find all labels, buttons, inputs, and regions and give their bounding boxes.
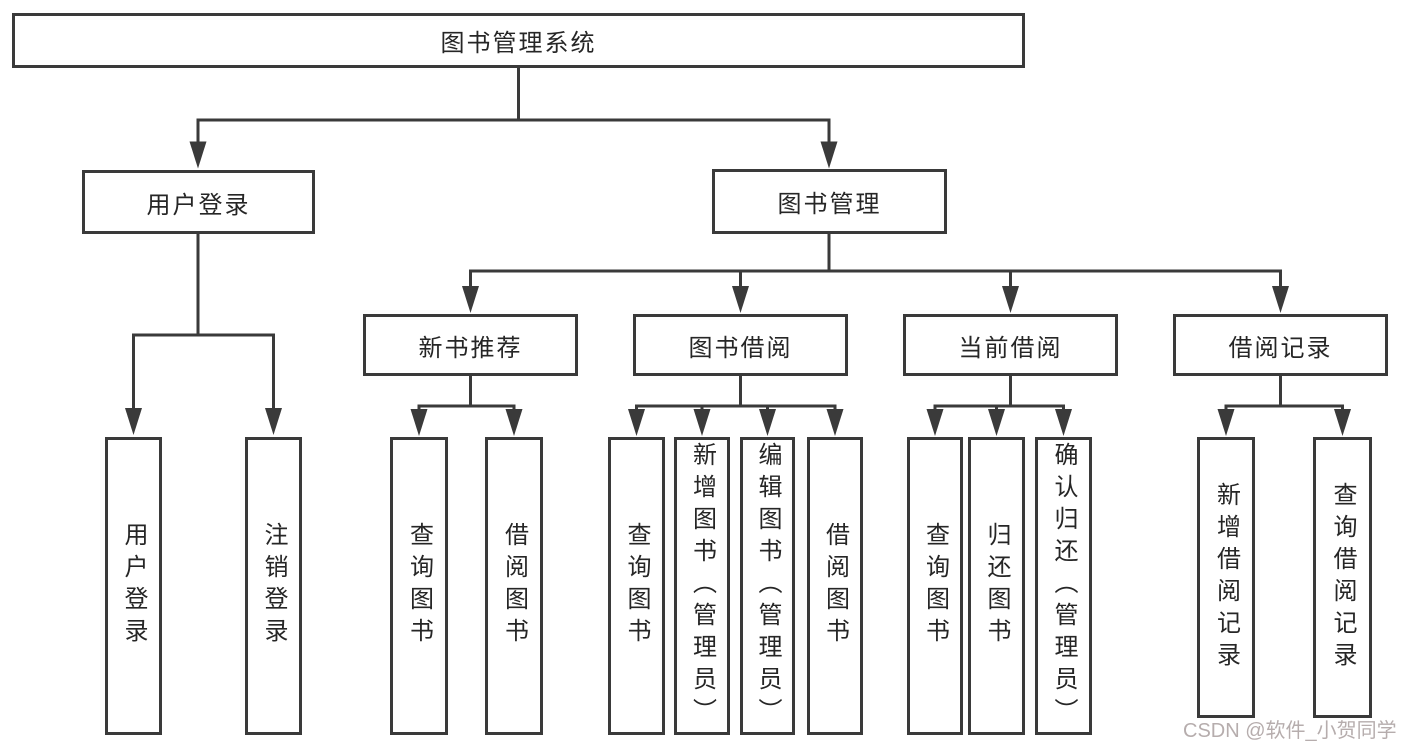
connector-currentborrow-to-leaves [926, 376, 1072, 436]
connector-bookborrow-to-leaves [628, 376, 844, 436]
leaf-record-query: 查询借阅记录 [1313, 437, 1372, 718]
leaf-bookborrow-add: 新增图书（管理员） [674, 437, 730, 735]
leaf-bookborrow-borrow: 借阅图书 [807, 437, 863, 735]
arrowhead-icon [462, 286, 479, 313]
leaf-user-login: 用户登录 [105, 437, 162, 735]
node-new-book-label: 新书推荐 [418, 334, 523, 362]
arrowhead-icon [1334, 409, 1351, 436]
arrowhead-icon [732, 286, 749, 313]
leaf-currentborrow-return: 归还图书 [968, 437, 1025, 735]
arrowhead-icon [410, 409, 428, 436]
leaf-record-add: 新增借阅记录 [1197, 437, 1255, 718]
node-book-borrow-label: 图书借阅 [688, 334, 793, 362]
leaf-currentborrow-query: 查询图书 [907, 437, 963, 735]
arrowhead-icon [988, 409, 1005, 436]
node-user-login-label: 用户登录 [146, 191, 251, 219]
leaf-bookborrow-query-label: 查询图书 [623, 522, 650, 650]
leaf-currentborrow-confirm-label: 确认归还（管理员） [1050, 442, 1077, 730]
csdn-watermark: CSDN @软件_小贺同学 [1183, 720, 1397, 742]
leaf-bookborrow-borrow-label: 借阅图书 [821, 522, 849, 650]
connector-bookmgmt-to-level3 [462, 234, 1289, 313]
node-current-borrow-label: 当前借阅 [958, 334, 1063, 362]
node-root-label: 图书管理系统 [440, 30, 597, 57]
leaf-currentborrow-query-label: 查询图书 [921, 522, 949, 650]
arrowhead-icon [1217, 409, 1235, 436]
leaf-logout-label: 注销登录 [260, 522, 287, 650]
connector-root-to-level2 [189, 68, 838, 169]
node-new-book: 新书推荐 [363, 314, 578, 376]
connector-userlogin-to-leaves [125, 234, 282, 435]
node-book-borrow: 图书借阅 [633, 314, 848, 376]
leaf-bookborrow-edit: 编辑图书（管理员） [740, 437, 795, 735]
arrowhead-icon [1055, 409, 1072, 436]
leaf-bookborrow-edit-label: 编辑图书（管理员） [754, 442, 781, 730]
arrowhead-icon [505, 409, 523, 436]
node-current-borrow: 当前借阅 [903, 314, 1118, 376]
leaf-newbook-query: 查询图书 [390, 437, 448, 735]
arrowhead-icon [826, 409, 844, 436]
arrowhead-icon [125, 408, 142, 435]
leaf-bookborrow-query: 查询图书 [608, 437, 665, 735]
node-book-mgmt-label: 图书管理 [777, 191, 882, 218]
arrowhead-icon [1002, 286, 1019, 313]
arrowhead-icon [628, 409, 645, 436]
node-user-login: 用户登录 [82, 170, 315, 234]
node-borrow-record-label: 借阅记录 [1228, 334, 1333, 362]
leaf-newbook-borrow-label: 借阅图书 [500, 522, 528, 650]
arrowhead-icon [820, 141, 838, 169]
node-borrow-record: 借阅记录 [1173, 314, 1388, 376]
node-book-mgmt: 图书管理 [712, 169, 947, 234]
node-root: 图书管理系统 [12, 13, 1025, 68]
leaf-user-login-label: 用户登录 [120, 522, 147, 650]
leaf-currentborrow-confirm: 确认归还（管理员） [1035, 437, 1092, 735]
arrowhead-icon [1272, 286, 1289, 313]
arrowhead-icon [265, 408, 282, 435]
leaf-record-query-label: 查询借阅记录 [1329, 481, 1356, 674]
connector-newbook-to-leaves [410, 376, 523, 436]
leaf-currentborrow-return-label: 归还图书 [983, 522, 1010, 650]
leaf-newbook-borrow: 借阅图书 [485, 437, 543, 735]
leaf-logout: 注销登录 [245, 437, 302, 735]
connector-borrowrecord-to-leaves [1217, 376, 1351, 436]
leaf-record-add-label: 新增借阅记录 [1212, 481, 1240, 674]
leaf-bookborrow-add-label: 新增图书（管理员） [688, 442, 716, 730]
arrowhead-icon [693, 409, 711, 436]
arrowhead-icon [759, 409, 776, 436]
arrowhead-icon [189, 141, 207, 169]
leaf-newbook-query-label: 查询图书 [405, 522, 433, 650]
arrowhead-icon [926, 409, 944, 436]
